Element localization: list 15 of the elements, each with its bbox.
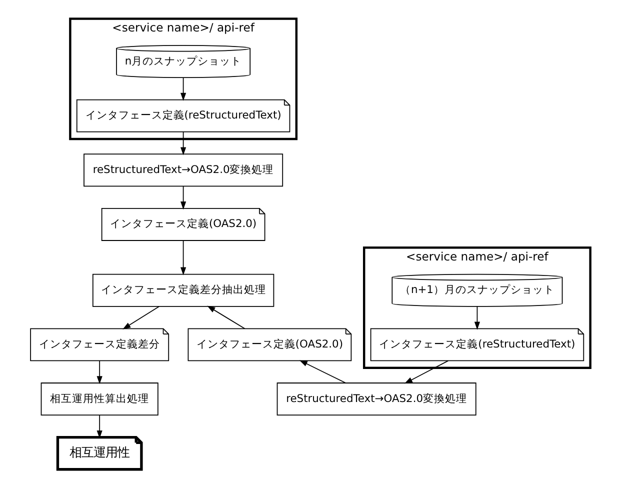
arrow (96, 414, 102, 438)
arrow (96, 360, 102, 384)
arrow (474, 306, 480, 330)
arrow (404, 360, 449, 384)
node-box: reStructuredText→OAS2.0変換処理 (276, 382, 476, 416)
arrow (180, 186, 186, 210)
arrow (180, 131, 186, 156)
arrow (122, 306, 160, 330)
node-box: 相互運用性算出処理 (40, 382, 158, 416)
node-box: reStructuredText→OAS2.0変換処理 (84, 154, 284, 187)
node-box: インタフェース定義差分抽出処理 (92, 274, 274, 307)
arrow (299, 360, 346, 384)
arrow (180, 77, 186, 101)
arrow (180, 240, 186, 276)
arrow (207, 306, 246, 330)
